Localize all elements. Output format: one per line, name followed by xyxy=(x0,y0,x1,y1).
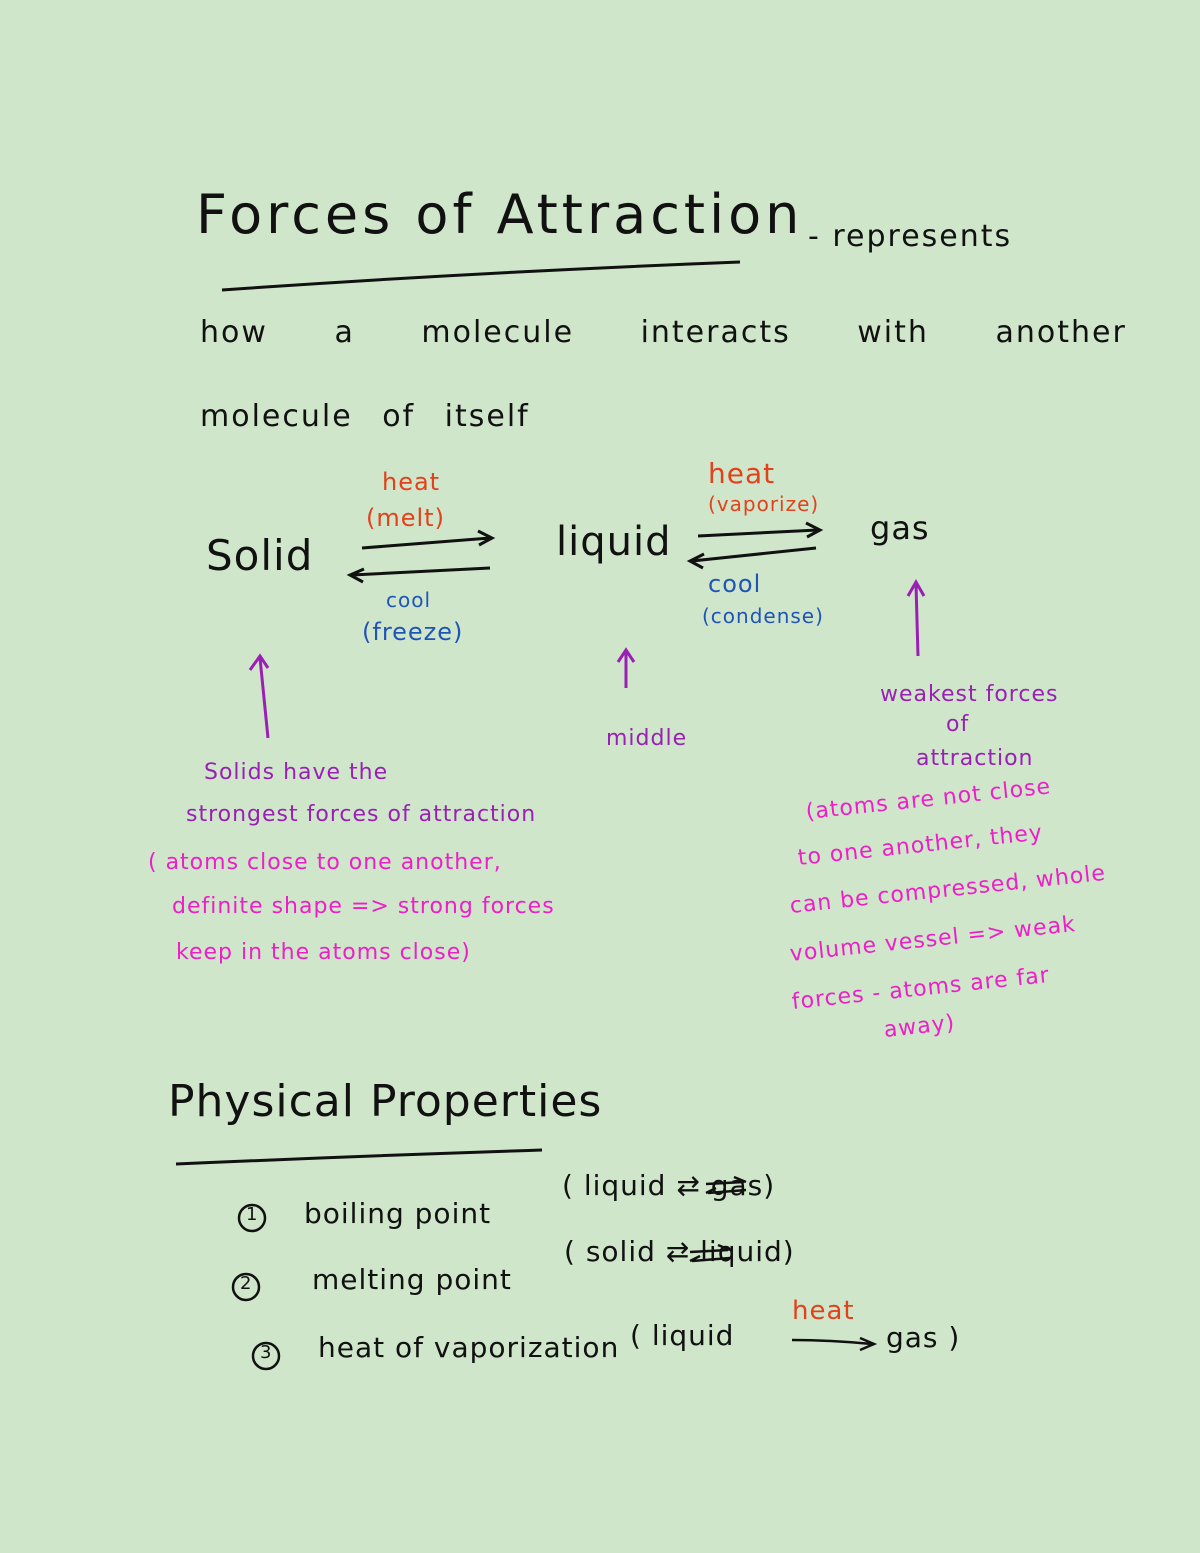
vaporize-label: (vaporize) xyxy=(708,492,820,516)
item-3-detail-end: gas ) xyxy=(886,1321,961,1354)
title-underline xyxy=(221,260,741,292)
item-1-number: 1 xyxy=(246,1204,259,1225)
freeze-label: (freeze) xyxy=(362,618,464,646)
item-1-circle xyxy=(237,1203,267,1233)
melt-heat-label: heat xyxy=(382,468,441,496)
page-title: Forces of Attraction xyxy=(196,183,804,246)
solid-detail-1: ( atoms close to one another, xyxy=(148,850,502,875)
freeze-cool-label: cool xyxy=(386,588,432,612)
vaporize-heat-label: heat xyxy=(708,457,776,490)
solid-note-line-1: Solids have the xyxy=(204,760,389,785)
item-1-equilibrium xyxy=(705,1175,747,1195)
freeze-arrow xyxy=(346,566,491,584)
properties-heading: Physical Properties xyxy=(168,1076,603,1127)
solid-detail-3: keep in the atoms close) xyxy=(176,940,471,965)
item-2-name: melting point xyxy=(312,1263,512,1296)
item-2-circle xyxy=(231,1272,261,1302)
condense-arrow xyxy=(686,546,817,570)
solid-detail-2: definite shape => strong forces xyxy=(172,894,555,919)
condense-label: (condense) xyxy=(702,604,824,628)
item-3-heat-arrow xyxy=(791,1336,878,1352)
phase-liquid: liquid xyxy=(556,519,672,565)
solid-note-arrow xyxy=(248,653,270,739)
item-2-detail: ( solid ⇄ liquid) xyxy=(564,1235,795,1268)
phase-gas: gas xyxy=(870,509,930,547)
definition-line-2: molecule of itself xyxy=(200,399,530,434)
properties-underline xyxy=(175,1148,543,1166)
vaporize-arrow xyxy=(697,521,824,539)
melt-arrow xyxy=(361,529,496,550)
gas-note-arrow xyxy=(906,578,926,657)
gas-note-line-3: attraction xyxy=(916,746,1034,771)
item-1-name: boiling point xyxy=(304,1197,492,1230)
item-3-circle xyxy=(251,1341,281,1371)
liquid-note: middle xyxy=(606,726,688,751)
item-1-detail: ( liquid ⇄ gas) xyxy=(562,1169,776,1202)
melt-label: (melt) xyxy=(366,504,445,532)
item-3-name: heat of vaporization xyxy=(318,1331,620,1364)
definition-line-1: how a molecule interacts with another xyxy=(200,315,1127,350)
item-3-number: 3 xyxy=(260,1342,273,1363)
gas-note-line-1: weakest forces xyxy=(880,682,1059,707)
phase-solid: Solid xyxy=(206,531,314,580)
condense-cool-label: cool xyxy=(708,570,762,598)
gas-note-line-2: of xyxy=(946,712,970,737)
title-suffix: - represents xyxy=(808,219,1013,254)
liquid-note-arrow xyxy=(616,647,636,688)
item-3-arrow-label: heat xyxy=(792,1296,855,1326)
item-3-detail-start: ( liquid xyxy=(630,1319,735,1352)
item-2-equilibrium xyxy=(689,1243,731,1263)
item-2-number: 2 xyxy=(240,1273,253,1294)
solid-note-line-2: strongest forces of attraction xyxy=(186,802,537,827)
